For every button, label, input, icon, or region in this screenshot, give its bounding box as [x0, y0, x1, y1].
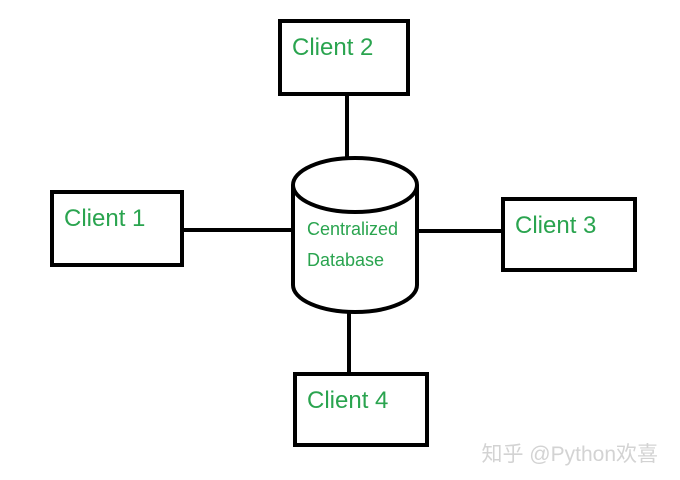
- node-client-3: Client 3: [501, 197, 637, 272]
- node-client-4-label: Client 4: [307, 387, 389, 414]
- connector-database-client3: [417, 229, 503, 233]
- connector-client1-database: [182, 228, 291, 232]
- watermark: 知乎 @Python欢喜: [481, 443, 658, 466]
- node-client-4: Client 4: [293, 372, 429, 447]
- node-client-1-label: Client 1: [64, 205, 146, 232]
- database-label-line1: Centralized: [307, 219, 399, 239]
- connector-client2-database: [345, 94, 349, 163]
- node-client-2-label: Client 2: [292, 34, 374, 61]
- node-client-3-label: Client 3: [515, 212, 597, 239]
- node-database-label: Centralized Database: [307, 214, 417, 276]
- database-cylinder-icon: [291, 156, 419, 314]
- node-client-2: Client 2: [278, 19, 410, 96]
- database-label-line2: Database: [307, 250, 385, 270]
- connector-database-client4: [347, 306, 351, 374]
- node-client-1: Client 1: [50, 190, 184, 267]
